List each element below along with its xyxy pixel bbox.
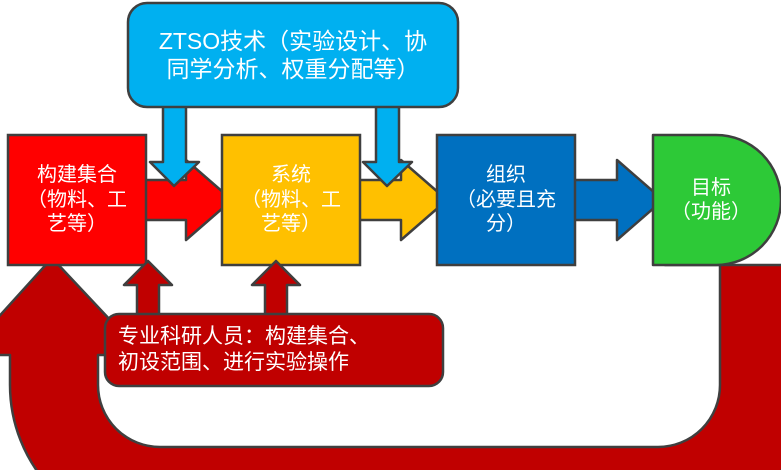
connector-ztso-to-build xyxy=(148,98,201,188)
node-staff[interactable] xyxy=(103,312,445,388)
connector-ztso-to-system xyxy=(361,98,414,188)
node-build-set[interactable] xyxy=(6,133,148,267)
node-goal[interactable] xyxy=(651,133,781,267)
node-ztso[interactable] xyxy=(126,1,460,109)
connector-goal-feedback-loop xyxy=(0,256,781,470)
node-system[interactable] xyxy=(220,133,362,267)
node-organize[interactable] xyxy=(435,133,577,267)
